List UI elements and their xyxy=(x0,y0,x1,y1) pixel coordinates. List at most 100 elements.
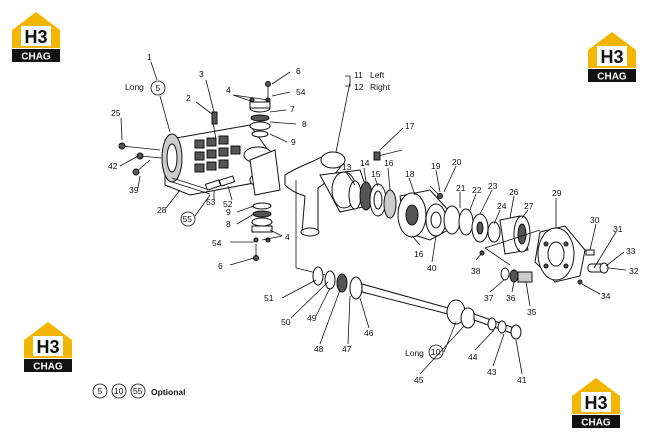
label-long-bottom: Long xyxy=(405,348,424,358)
legend-10: 10 xyxy=(114,386,124,396)
label-32: 32 xyxy=(629,266,639,276)
label-6-upper: 6 xyxy=(296,66,301,76)
label-23: 23 xyxy=(488,181,498,191)
axle-housing xyxy=(161,124,281,196)
label-54-upper: 54 xyxy=(296,87,306,97)
king-pin-lower xyxy=(251,202,273,261)
label-17: 17 xyxy=(405,121,415,131)
bolt-17 xyxy=(373,149,403,161)
callout-circle xyxy=(180,211,196,227)
part-labels: 1 Long 5 2 3 4 6 54 7 8 9 25 42 39 28 53… xyxy=(108,52,639,385)
planetary-carrier xyxy=(534,225,586,283)
label-45: 45 xyxy=(414,375,424,385)
logo-brand-bottom: CHAG xyxy=(581,418,611,429)
logo-brand-bottom: CHAG xyxy=(21,52,51,63)
label-29: 29 xyxy=(552,188,562,198)
label-40: 40 xyxy=(427,263,437,273)
h3-chag-logo-bottom-left: H3 CHAG xyxy=(24,322,72,373)
label-9-lower: 9 xyxy=(226,207,231,217)
label-10-circle: 10 xyxy=(431,347,441,357)
label-53: 53 xyxy=(206,197,216,207)
label-2: 2 xyxy=(186,93,191,103)
label-37: 37 xyxy=(484,293,494,303)
label-31: 31 xyxy=(613,224,623,234)
label-34: 34 xyxy=(601,291,611,301)
label-41: 41 xyxy=(517,375,527,385)
label-8-lower: 8 xyxy=(226,219,231,229)
bolt-19 xyxy=(429,185,443,199)
label-4-upper: 4 xyxy=(226,85,231,95)
label-50: 50 xyxy=(281,317,291,327)
planet-gears xyxy=(479,250,533,283)
h3-chag-logo-top-left: H3 CHAG xyxy=(12,12,60,63)
label-39: 39 xyxy=(129,185,139,195)
logo-brand-top: H3 xyxy=(36,337,59,357)
callout-circle xyxy=(428,344,444,360)
label-left: Left xyxy=(370,70,385,80)
logo-brand-top: H3 xyxy=(584,393,607,413)
label-47: 47 xyxy=(342,344,352,354)
logo-brand-bottom: CHAG xyxy=(597,72,627,83)
label-33: 33 xyxy=(626,246,636,256)
legend-55: 55 xyxy=(133,386,143,396)
label-24: 24 xyxy=(497,201,507,211)
label-13: 13 xyxy=(342,162,352,172)
label-14: 14 xyxy=(360,158,370,168)
logo-brand-top: H3 xyxy=(600,47,623,67)
planetary-parts xyxy=(443,205,531,255)
king-pin-upper xyxy=(249,81,271,138)
label-1: 1 xyxy=(147,52,152,62)
label-16-upper: 16 xyxy=(384,158,394,168)
label-51: 51 xyxy=(264,293,274,303)
housing-bolts xyxy=(118,111,236,195)
label-15: 15 xyxy=(371,169,381,179)
legend-5: 5 xyxy=(98,386,103,396)
callout-circle xyxy=(150,80,166,96)
label-21: 21 xyxy=(456,183,466,193)
wheel-hub xyxy=(397,189,449,241)
label-right: Right xyxy=(370,82,390,92)
label-48: 48 xyxy=(314,344,324,354)
leader-lines xyxy=(119,61,627,375)
optional-legend: 5 10 55 Optional xyxy=(92,383,185,399)
label-11: 11 xyxy=(354,70,363,80)
logo-brand-top: H3 xyxy=(24,27,47,47)
label-26: 26 xyxy=(509,187,519,197)
axle-shaft xyxy=(295,180,522,340)
label-12: 12 xyxy=(354,82,364,92)
hub-bearings xyxy=(348,180,397,219)
label-20: 20 xyxy=(452,157,462,167)
logo-brand-bottom: CHAG xyxy=(33,362,63,373)
h3-chag-logo-bottom-right: H3 CHAG xyxy=(572,378,620,429)
label-25: 25 xyxy=(111,108,121,118)
label-18: 18 xyxy=(405,169,415,179)
label-6-lower: 6 xyxy=(218,261,223,271)
label-16-lower: 16 xyxy=(414,249,424,259)
label-9-upper: 9 xyxy=(291,137,296,147)
legend-text: Optional xyxy=(151,387,185,397)
label-28: 28 xyxy=(157,205,167,215)
label-8-upper: 8 xyxy=(302,119,307,129)
label-5-circle: 5 xyxy=(156,83,161,93)
label-38: 38 xyxy=(471,266,481,276)
label-46: 46 xyxy=(364,328,374,338)
label-19: 19 xyxy=(431,161,441,171)
label-43: 43 xyxy=(487,367,497,377)
drain-plug-parts xyxy=(577,249,609,285)
label-52: 52 xyxy=(223,199,233,209)
label-4-lower: 4 xyxy=(285,232,290,242)
label-42: 42 xyxy=(108,161,118,171)
h3-chag-logo-top-right: H3 CHAG xyxy=(588,32,636,83)
label-22: 22 xyxy=(472,185,482,195)
label-54-lower: 54 xyxy=(212,238,222,248)
label-3: 3 xyxy=(199,69,204,79)
label-44: 44 xyxy=(468,352,478,362)
label-35: 35 xyxy=(527,307,537,317)
label-27: 27 xyxy=(524,201,534,211)
label-30: 30 xyxy=(590,215,600,225)
label-55-circle: 55 xyxy=(183,214,193,224)
label-49: 49 xyxy=(307,313,317,323)
label-36: 36 xyxy=(506,293,516,303)
label-7: 7 xyxy=(290,104,295,114)
